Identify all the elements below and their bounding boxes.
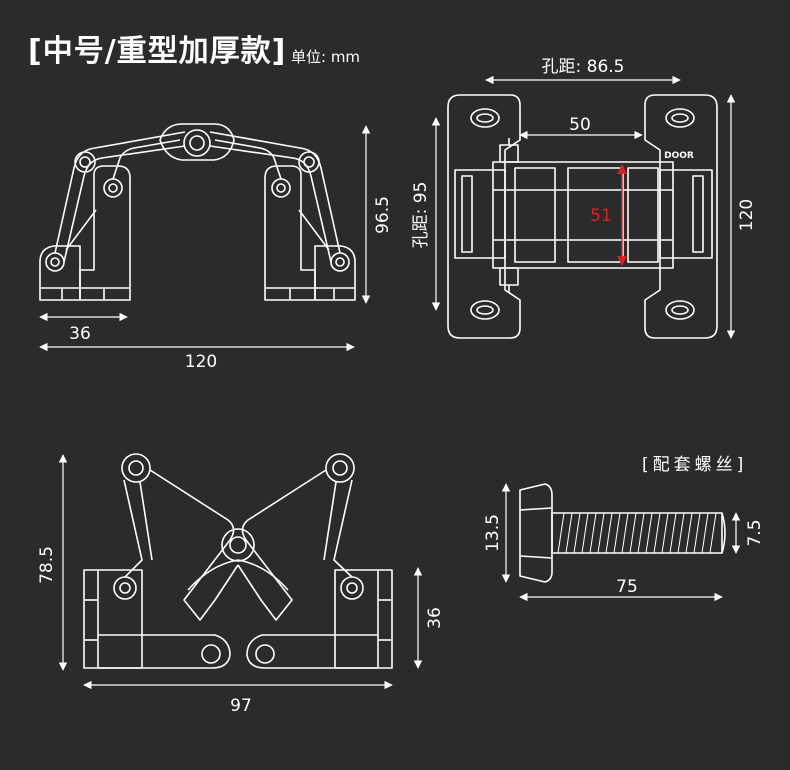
dim-hole-distance-v-label: 孔距: 95 [411, 182, 431, 249]
dim-screw-length-label: 75 [616, 577, 638, 597]
dim-thread-diameter-label: 7.5 [745, 519, 765, 546]
dim-lines-side-view [39, 125, 371, 352]
left-plate [447, 94, 521, 339]
left-base-block [39, 245, 81, 301]
dim-hole-distance-h-label: 孔距: 86.5 [542, 57, 625, 77]
dim-base-width-label: 36 [69, 324, 91, 344]
left-upright [79, 165, 131, 301]
dim-height-label: 96.5 [373, 196, 393, 234]
dim-folded-base-height-label: 36 [425, 607, 445, 629]
dim-head-size-label: 13.5 [483, 514, 503, 552]
hinge-front-view [447, 94, 718, 339]
screw-shank [551, 512, 723, 554]
hinge-folded-view [83, 453, 393, 669]
dim-cut-height-label: 51 [590, 206, 612, 226]
screw-head [519, 483, 553, 583]
unit-label: 单位: mm [291, 48, 361, 66]
right-upright [264, 165, 316, 301]
hinge-side-view [39, 123, 356, 301]
page-title: [中号/重型加厚款] [28, 34, 287, 69]
dim-lines-screw [501, 483, 741, 602]
dim-total-width-label: 120 [185, 352, 217, 372]
right-plate [644, 94, 718, 339]
left-folded-base [83, 569, 143, 669]
screws-label: [配套螺丝] [642, 455, 748, 475]
right-folded-base [334, 569, 393, 669]
dim-folded-height-label: 78.5 [37, 546, 57, 584]
dim-plate-height-label: 120 [737, 199, 757, 231]
screw-drawing [519, 483, 726, 583]
brand-text: DOOR [664, 151, 694, 161]
dim-folded-width-label: 97 [230, 696, 252, 716]
screw-thread [557, 512, 717, 554]
dim-center-width-label: 50 [569, 115, 591, 135]
dim-lines-folded-view [58, 454, 423, 690]
right-base-block [314, 245, 356, 301]
dim-lines-front-view [431, 75, 736, 339]
